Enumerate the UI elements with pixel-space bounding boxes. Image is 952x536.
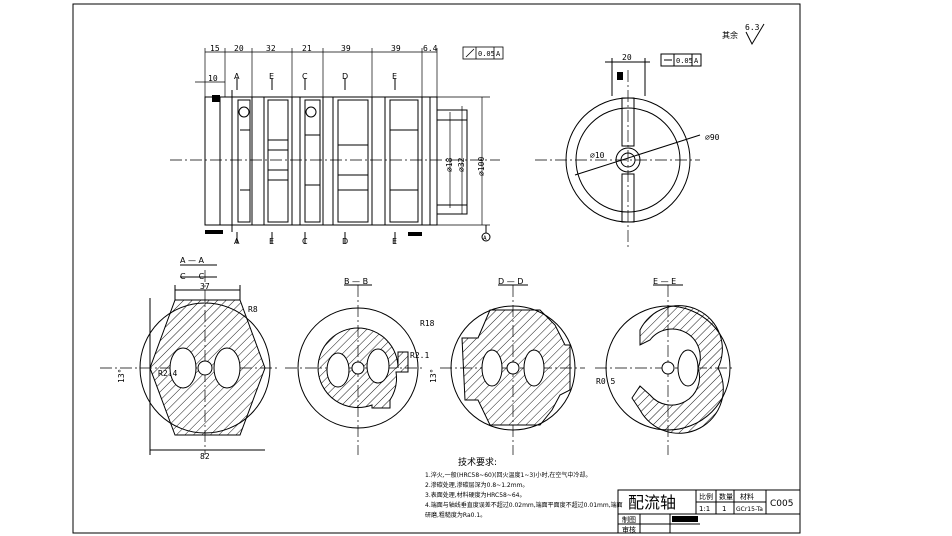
dim-right-20: 20 <box>622 53 632 62</box>
diameter-dim-lines <box>437 96 490 226</box>
section-letter-c-top: C <box>302 72 308 81</box>
section-title-ee: E — E <box>653 277 676 286</box>
dim-angle-2: 13° <box>429 369 438 383</box>
dim-d10: ⌀10 <box>590 151 605 160</box>
note-line-2: 2.渗碳处理,渗碳层深为0.8~1.2mm。 <box>425 481 528 489</box>
dim-r2-4: R2.4 <box>158 369 177 378</box>
dim-10: 10 <box>208 74 218 83</box>
weld-mark <box>205 230 223 234</box>
section-letter-c-bot: C <box>302 237 308 246</box>
gtol-frame-top <box>462 46 504 60</box>
roughness-label: 其余 <box>722 30 738 40</box>
section-title-aa: A — A <box>180 256 205 265</box>
dim-20: 20 <box>234 44 244 53</box>
section-letter-e-top: E <box>392 72 397 81</box>
note-line-1: 1.淬火,一般(HRC58~60)(回火温度1~3)小时,在空气中冷却。 <box>425 471 591 479</box>
drawing-border <box>72 3 801 534</box>
drawn-by-label: 制图 <box>622 515 636 524</box>
note-line-3: 3.表面处理,材料硬度为HRC58~64。 <box>425 491 526 499</box>
dim-d18: ⌀18 <box>445 157 454 172</box>
end-view-marker <box>617 72 623 80</box>
section-title-bb: B — B <box>344 277 368 286</box>
dim-32: 32 <box>266 44 276 53</box>
qty-value: 1 <box>722 505 726 513</box>
section-title-cc: C — C <box>180 272 205 281</box>
section-view-ee <box>595 284 735 455</box>
dim-d90: ⌀90 <box>705 133 720 142</box>
section-view-dd <box>440 284 585 455</box>
gtol-value-top: 0.05 <box>478 50 495 58</box>
section-letter-d-bot: D <box>342 237 348 246</box>
gtol-datum-top: A <box>496 50 501 58</box>
dim-d100: ⌀100 <box>477 157 486 176</box>
section-letter-d-top: D <box>342 72 348 81</box>
checked-by-label: 审核 <box>622 525 636 534</box>
section-letter-b-top: E <box>269 72 274 81</box>
gtol-value-right: 0.05 <box>676 57 693 65</box>
section-title-dd: D — D <box>498 277 523 286</box>
note-line-4: 4.端面与轴线垂直度误差不超过0.02mm,端面平面度不超过0.01mm,端面 <box>425 501 623 509</box>
gtol-datum-right: A <box>694 57 699 65</box>
dim-82: 82 <box>200 452 210 461</box>
hdr-material: 材料 <box>740 492 754 501</box>
section-view-bb <box>285 284 425 455</box>
dim-d32: ⌀32 <box>457 157 466 172</box>
dim-r18: R18 <box>420 319 435 328</box>
dim-r8: R8 <box>248 305 258 314</box>
section-letter-a-top: A <box>234 72 240 81</box>
dim-15: 15 <box>210 44 220 53</box>
title-block <box>617 489 801 534</box>
datum-letter: A <box>483 235 487 242</box>
dim-r2-1: R2.1 <box>410 351 429 360</box>
dim-r0-5: R0.5 <box>596 377 615 386</box>
dim-6-4: 6.4 <box>423 44 438 53</box>
part-name: 配流轴 <box>628 493 676 512</box>
dim-21: 21 <box>302 44 312 53</box>
section-letter-b-bot: E <box>269 237 274 246</box>
datum-symbol <box>481 225 491 242</box>
top-dimension-chain <box>195 48 438 97</box>
roughness-symbol <box>745 23 765 46</box>
marker-block-2 <box>408 232 422 236</box>
note-line-5: 研磨,粗糙度为Ra0.1。 <box>425 511 486 519</box>
roughness-value: 6.3 <box>745 23 760 32</box>
marker-block <box>212 95 220 102</box>
section-letter-e-bot: E <box>392 237 397 246</box>
material-value: GCr15-Ta <box>736 506 763 513</box>
drawing-code: C005 <box>770 499 793 509</box>
section-markers <box>236 78 396 244</box>
section-view-aa <box>100 264 280 455</box>
end-view <box>535 53 702 250</box>
dim-39a: 39 <box>341 44 351 53</box>
hdr-scale: 比例 <box>699 492 713 501</box>
notes-title: 技术要求: <box>458 456 497 468</box>
hdr-qty: 数量 <box>719 492 733 501</box>
dim-angle-1: 13° <box>117 369 126 383</box>
dim-37: 37 <box>200 282 210 291</box>
scale-value: 1:1 <box>699 505 710 513</box>
dim-39b: 39 <box>391 44 401 53</box>
section-letter-a-bot: A <box>234 237 240 246</box>
signature-block <box>672 516 698 522</box>
